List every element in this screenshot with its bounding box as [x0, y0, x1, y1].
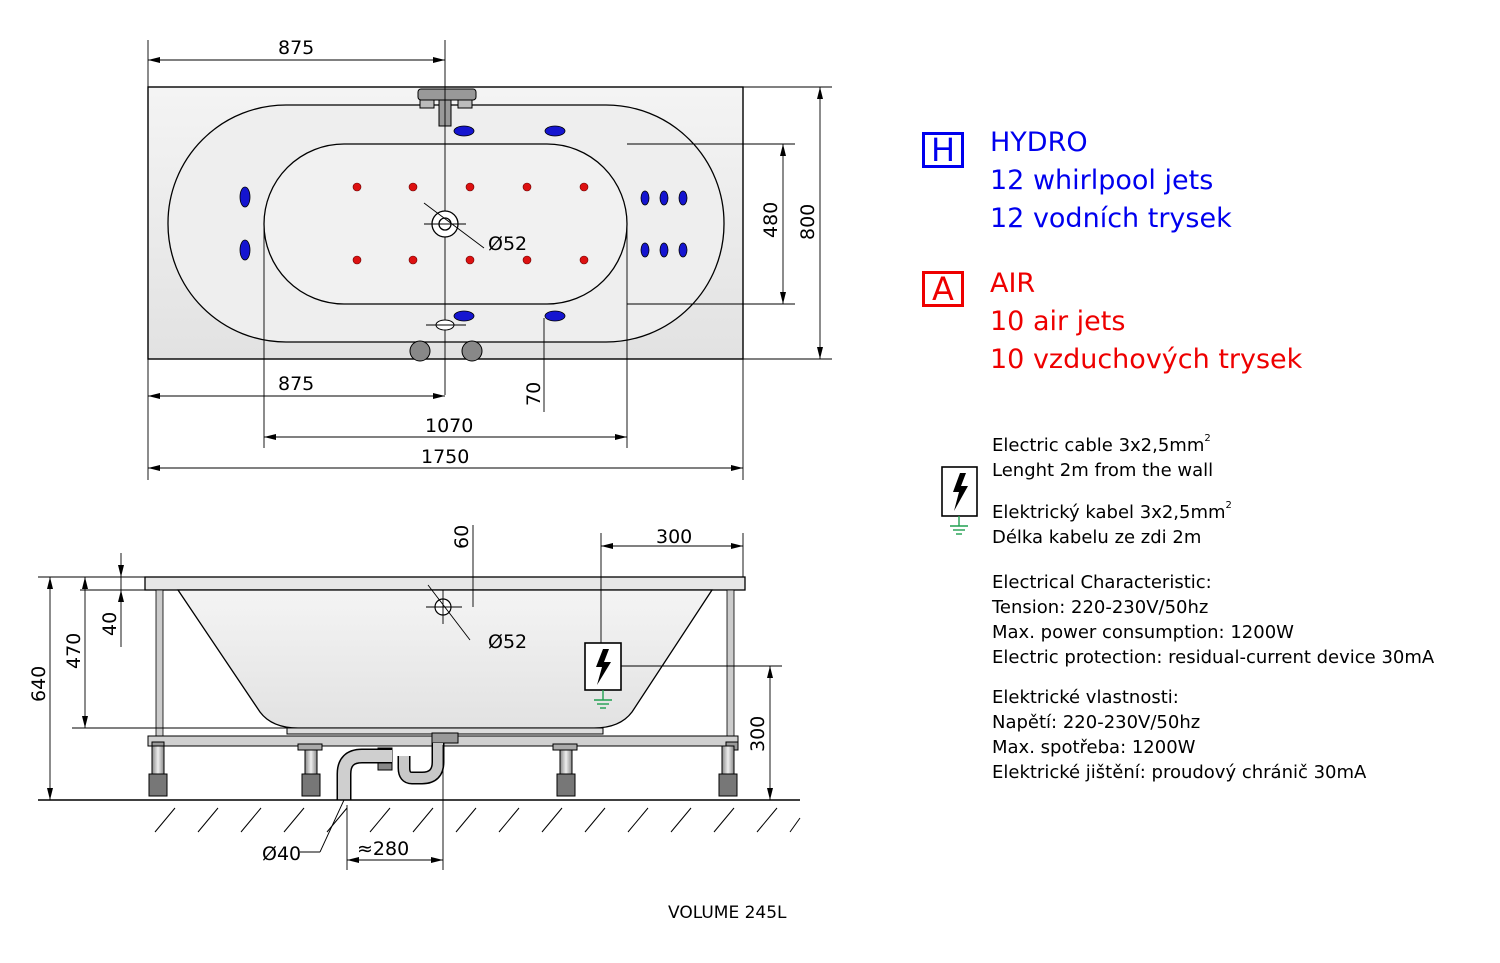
char-cz-tension: Napětí: 220-230V/50hz: [992, 712, 1201, 733]
air-jet-icon: [465, 255, 475, 265]
faucet-icon: [417, 88, 477, 127]
hydro-jet-icon: [640, 242, 650, 258]
side-drain-diameter-label: Ø52: [488, 631, 527, 653]
char-en-power: Max. power consumption: 1200W: [992, 622, 1294, 643]
air-jet-icon: [352, 255, 362, 265]
adjustable-feet: [148, 743, 738, 797]
side-view: Ø52 60 300 40: [28, 525, 801, 923]
volume-label: VOLUME 245L: [668, 903, 787, 923]
air-jet-icon: [522, 182, 532, 192]
air-badge: A: [922, 271, 964, 307]
cable-en-line2: Lenght 2m from the wall: [992, 460, 1214, 481]
dim-bottom-875: 875: [278, 373, 314, 395]
hydro-jets: [239, 125, 688, 322]
dim-300-top: 300: [656, 526, 692, 548]
hydro-jet-icon: [678, 242, 688, 258]
hydro-badge: H: [922, 132, 964, 168]
dim-70: 70: [523, 382, 545, 406]
hydro-jet-icon: [544, 125, 566, 137]
dim-40: 40: [99, 612, 121, 636]
hydro-jet-icon: [640, 190, 650, 206]
cable-en-line1: Electric cable 3x2,5mm: [992, 435, 1205, 456]
superscript-2: 2: [1225, 500, 1232, 511]
overflow-icon: [426, 584, 471, 641]
cable-cz: Elektrický kabel 3x2,5mm2 Délka kabelu z…: [992, 493, 1232, 550]
air-jets-cz: 10 vzduchových trysek: [990, 344, 1303, 375]
air-jet-icon: [579, 182, 589, 192]
char-en-protection: Electric protection: residual-current de…: [992, 647, 1435, 668]
dim-1750: 1750: [421, 446, 469, 468]
air-jet-icon: [579, 255, 589, 265]
hydro-jet-icon: [659, 190, 669, 206]
cable-cz-line1: Elektrický kabel 3x2,5mm: [992, 502, 1226, 523]
char-en-tension: Tension: 220-230V/50hz: [992, 597, 1209, 618]
air-jet-icon: [522, 255, 532, 265]
dim-800: 800: [797, 204, 819, 240]
overflow-icon: [426, 319, 466, 331]
hydro-jets-en: 12 whirlpool jets: [990, 165, 1214, 196]
air-jets-en: 10 air jets: [990, 306, 1126, 337]
dim-approx-280: ≈280: [357, 838, 409, 860]
dim-480: 480: [760, 202, 782, 238]
pump-connector-icon: [461, 340, 483, 362]
drain-diameter-label: Ø52: [488, 233, 527, 255]
lightning-bolt-icon: [584, 642, 622, 691]
lightning-bolt-icon: [941, 466, 978, 517]
electrical-characteristics-en: Electrical Characteristic: Tension: 220-…: [992, 570, 1434, 670]
top-view: Ø52: [147, 37, 832, 480]
superscript-2: 2: [1204, 433, 1211, 444]
air-title: AIR: [990, 268, 1036, 299]
dim-60: 60: [451, 525, 473, 549]
air-jet-icon: [408, 182, 418, 192]
char-cz-power: Max. spotřeba: 1200W: [992, 737, 1196, 758]
waste-siphon-icon: [336, 732, 459, 800]
dim-top-875: 875: [278, 37, 314, 59]
hydro-jets-cz: 12 vodních trysek: [990, 203, 1232, 234]
pipe-diameter-label: Ø40: [262, 843, 301, 865]
hydro-jet-icon: [239, 239, 251, 261]
char-cz-protection: Elektrické jištění: proudový chránič 30m…: [992, 762, 1367, 783]
hydro-jet-icon: [659, 242, 669, 258]
dim-1070: 1070: [425, 415, 473, 437]
pump-connector-icon: [409, 340, 431, 362]
electrical-characteristics-cz: Elektrické vlastnosti: Napětí: 220-230V/…: [992, 685, 1366, 785]
electric-box: [941, 466, 978, 535]
hydro-jet-icon: [453, 125, 475, 137]
hydro-jet-icon: [239, 186, 251, 208]
ground-icon: [950, 516, 968, 535]
air-jets: [352, 182, 589, 265]
air-jet-icon: [465, 182, 475, 192]
ground-icon: [594, 690, 612, 709]
tub-rim: [144, 576, 746, 591]
hydro-title: HYDRO: [990, 127, 1088, 158]
cable-en: Electric cable 3x2,5mm2 Lenght 2m from t…: [992, 426, 1213, 483]
dim-300-right: 300: [747, 716, 769, 752]
air-jet-icon: [352, 182, 362, 192]
air-jet-icon: [408, 255, 418, 265]
cable-cz-line2: Délka kabelu ze zdi 2m: [992, 527, 1202, 548]
char-cz-title: Elektrické vlastnosti:: [992, 687, 1179, 708]
dim-640: 640: [28, 666, 50, 702]
dim-470: 470: [63, 633, 85, 669]
drain-icon: [423, 202, 485, 249]
hydro-jet-icon: [453, 310, 475, 322]
hydro-jet-icon: [678, 190, 688, 206]
floor-hatch: [154, 807, 801, 833]
hydro-jet-icon: [544, 310, 566, 322]
char-en-title: Electrical Characteristic:: [992, 572, 1212, 593]
